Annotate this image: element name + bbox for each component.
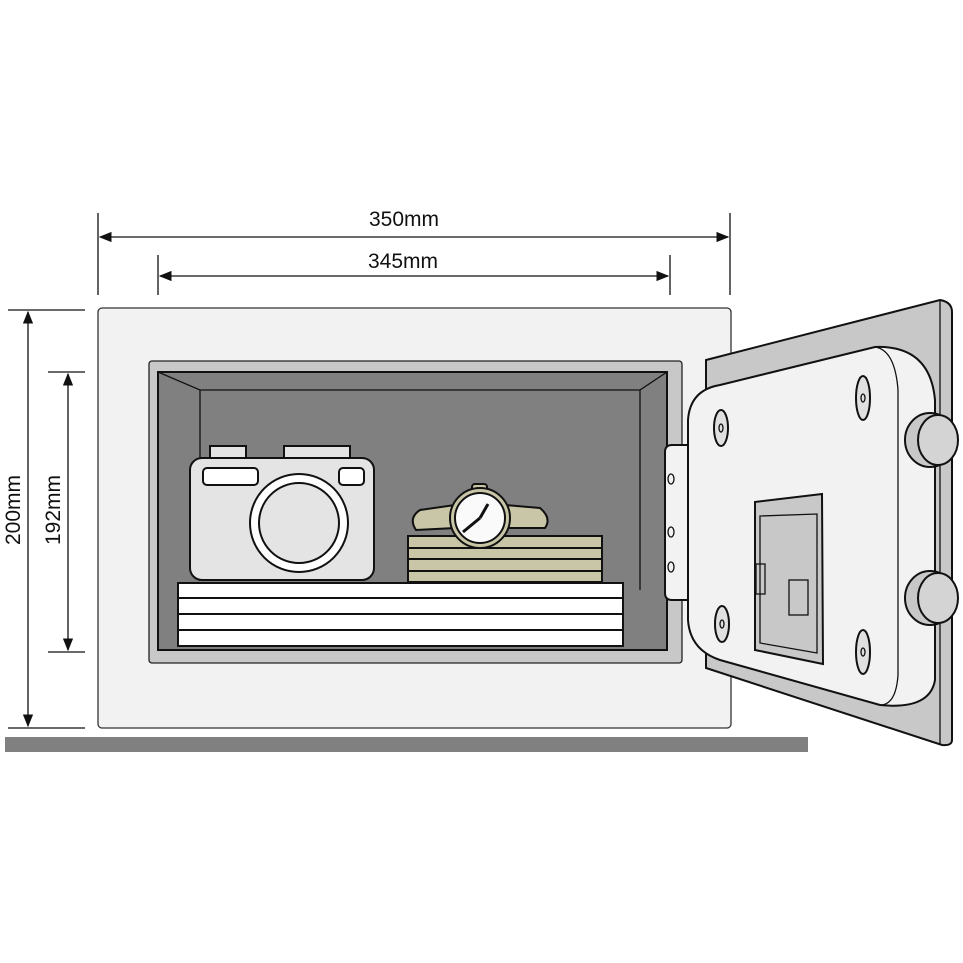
document-stack [177, 582, 624, 647]
locking-bolts [904, 412, 959, 626]
floor [5, 737, 808, 752]
inner-height-label: 192mm [42, 475, 65, 545]
outer-width-label: 350mm [369, 208, 439, 231]
door-screws [713, 375, 871, 675]
hinge [664, 444, 691, 601]
width-dimension-350: 350mm [97, 208, 731, 295]
inner-width-label: 345mm [368, 250, 438, 273]
cash-stack [407, 535, 603, 583]
hinge-screws [667, 473, 675, 573]
height-dimension-192: 192mm [42, 371, 85, 653]
outer-height-label: 200mm [2, 475, 25, 545]
width-dimension-345: 345mm [157, 250, 671, 295]
keypad-panel [754, 492, 825, 666]
wristwatch [411, 483, 549, 549]
camera [189, 445, 375, 581]
height-dimension-200: 200mm [2, 309, 85, 729]
